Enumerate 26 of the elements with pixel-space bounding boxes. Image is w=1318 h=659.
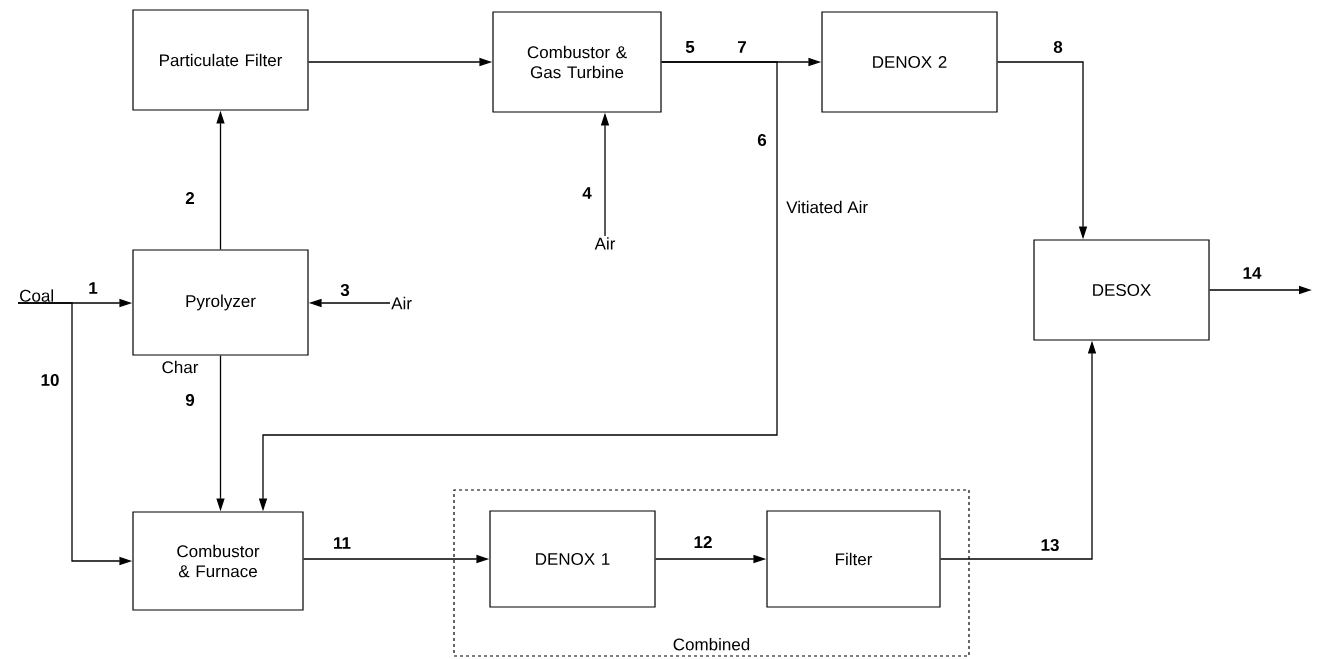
- process-box: Pyrolyzer: [132, 249, 309, 356]
- process-box: Particulate Filter: [132, 9, 309, 111]
- edge-label: 6: [756, 133, 768, 147]
- edge-label: 13: [1039, 538, 1061, 553]
- edge-label: 3: [339, 282, 351, 298]
- stream-label: Coal: [20, 289, 53, 302]
- edge-label: 2: [184, 191, 196, 205]
- edge-label: 14: [1241, 266, 1263, 280]
- process-box: DENOX 2: [821, 11, 998, 113]
- process-box: Combustor & Gas Turbine: [492, 11, 662, 113]
- edge-label: 12: [692, 535, 714, 549]
- edge-label: 11: [332, 536, 352, 550]
- stream-label: Air: [594, 237, 616, 250]
- edge-label: 1: [87, 281, 99, 295]
- stream-label: Air: [391, 296, 412, 310]
- edge-label: 7: [736, 40, 748, 54]
- process-box: Combustor & Furnace: [132, 511, 304, 611]
- edge-label: 4: [581, 186, 593, 200]
- edge-label: 10: [39, 373, 61, 387]
- edge-label: 8: [1052, 40, 1064, 54]
- process-box: Filter: [766, 510, 941, 608]
- process-box: DESOX: [1033, 239, 1210, 341]
- stream-label: Vitiated Air: [785, 199, 870, 215]
- edge-label: 9: [184, 393, 196, 407]
- stream-label: 5: [684, 40, 696, 54]
- process-box: DENOX 1: [489, 510, 656, 608]
